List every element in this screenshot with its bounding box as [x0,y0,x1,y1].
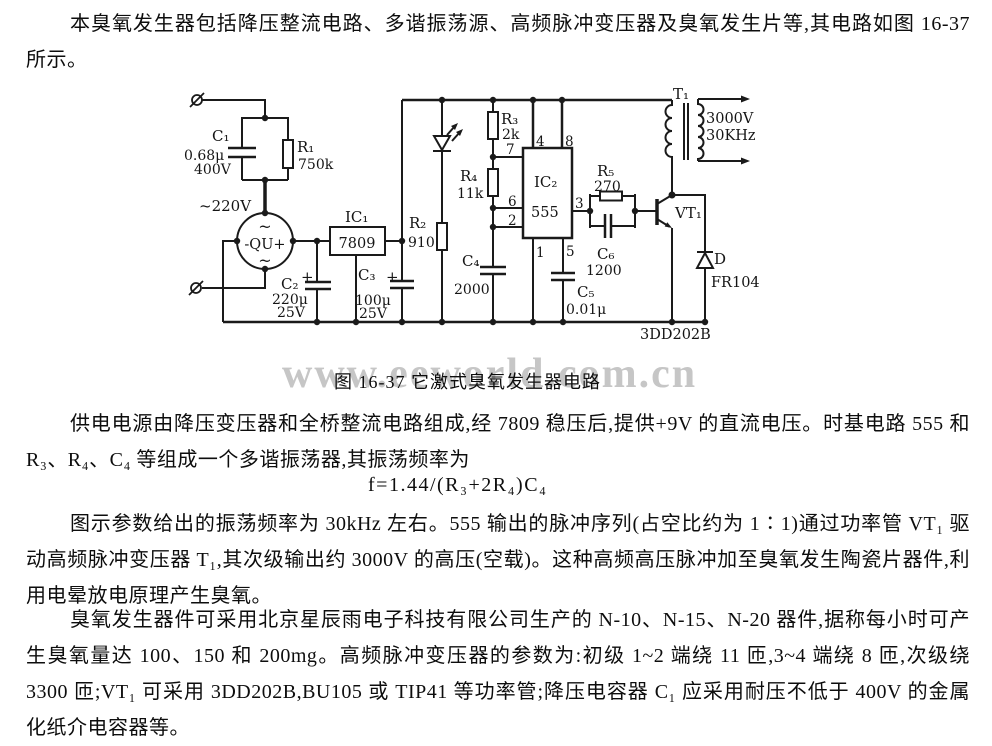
label-c3-value: 100μ [355,293,391,309]
label-r3-value: 2k [502,127,520,143]
transistor-vt1-symbol [655,194,673,228]
label-d-part: FR104 [711,275,760,291]
watermark: www.eeworld.com.cn [282,351,698,397]
output-arrows [698,95,750,165]
power-terminal-top-icon [189,92,205,108]
label-r4: R₄ [460,167,477,185]
label-r1: R₁ [297,138,314,156]
junction-dots [233,96,709,326]
resistor-r2-symbol [436,222,448,251]
label-c1-voltage: 400V [194,162,232,178]
label-c6-value: 1200 [586,263,622,279]
label-c1: C₁ [212,127,230,145]
circuit-labels: C₁ 0.68μ 400V R₁ 750k ~220V ~ -QU+ ~ IC₁… [184,85,760,343]
label-ic2: IC₂ [534,173,557,191]
resistor-r5-symbol [599,190,623,202]
label-t1: T₁ [673,85,689,103]
label-pin7: 7 [506,142,515,158]
paragraph-operation: 图示参数给出的振荡频率为 30kHz 左右。555 输出的脉冲序列(占空比约为 … [26,513,970,607]
label-r2-value: 910 [408,235,435,251]
paragraph-intro: 本臭氧发生器包括降压整流电路、多谐振荡源、高频脉冲变压器及臭氧发生片等,其电路如… [26,13,970,71]
power-terminal-bottom-icon [188,280,204,296]
capacitor-c1-symbol [228,146,256,159]
label-vt1: VT₁ [674,204,702,222]
label-c4-value: 2000 [454,282,490,298]
label-r2: R₂ [409,214,426,232]
frequency-formula: f=1.44/(R₃+2R₄)C₄ [368,474,548,496]
label-c2-plus: + [301,268,314,286]
label-c2-value: 220μ [272,292,308,308]
label-pin4: 4 [536,134,545,150]
label-c2-voltage: 25V [277,305,306,321]
paragraph-power-supply: 供电电源由降压变压器和全桥整流电路组成,经 7809 稳压后,提供+9V 的直流… [26,413,970,471]
label-ic1-part: 7809 [339,236,376,252]
label-r1-value: 750k [298,157,334,173]
label-pin6: 6 [508,194,517,210]
capacitor-c4-symbol [480,265,506,276]
diode-d-symbol [695,250,715,269]
label-c5-value: 0.01μ [566,302,606,318]
label-pin2: 2 [508,213,517,229]
label-c3-voltage: 25V [359,306,388,322]
label-c4: C₄ [462,252,480,270]
label-r5: R₅ [597,162,614,180]
label-input-voltage: ~220V [199,197,252,215]
label-output-voltage: 3000V [706,111,754,127]
label-r3: R₃ [501,110,518,128]
label-vt1-part: 3DD202B [640,327,711,343]
label-pin3: 3 [575,196,584,212]
led-symbol [432,123,463,153]
resistor-r1-symbol [282,139,294,169]
label-bridge-ac-bottom: ~ [258,251,271,270]
ic2-555-box [521,146,574,240]
label-ic2-part: 555 [531,205,559,221]
circuit-diagram: C₁ 0.68μ 400V R₁ 750k ~220V ~ -QU+ ~ IC₁… [184,85,760,343]
resistor-r4-symbol [487,168,499,197]
label-pin1: 1 [536,245,545,261]
transformer-t1-symbol [664,99,705,196]
label-c2: C₂ [281,275,299,293]
label-c6: C₆ [597,245,615,263]
label-bridge: -QU+ [244,237,285,253]
ic1-7809-box [329,226,386,256]
label-ic1: IC₁ [345,208,368,226]
capacitor-c2-symbol [305,280,331,291]
label-output-frequency: 30KHz [706,128,756,144]
paragraph-components: 臭氧发生器件可采用北京星辰雨电子科技有限公司生产的 N-10、N-15、N-20… [26,609,970,739]
capacitor-c3-symbol [390,279,414,290]
resistor-r3-symbol [487,111,499,140]
label-d: D [714,250,726,268]
capacitor-c6-symbol [603,214,613,238]
label-r4-value: 11k [457,186,484,202]
capacitor-c5-symbol [551,271,575,282]
figure-caption: 图 16-37 它激式臭氧发生器电路 [334,372,601,392]
label-c3-plus: + [386,268,399,286]
label-c1-value: 0.68μ [184,148,224,164]
label-bridge-ac-top: ~ [258,217,271,236]
label-c3: C₃ [358,266,376,284]
label-pin5: 5 [566,244,575,260]
label-c5: C₅ [577,283,595,301]
label-r5-value: 270 [594,179,621,195]
label-pin8: 8 [565,134,574,150]
